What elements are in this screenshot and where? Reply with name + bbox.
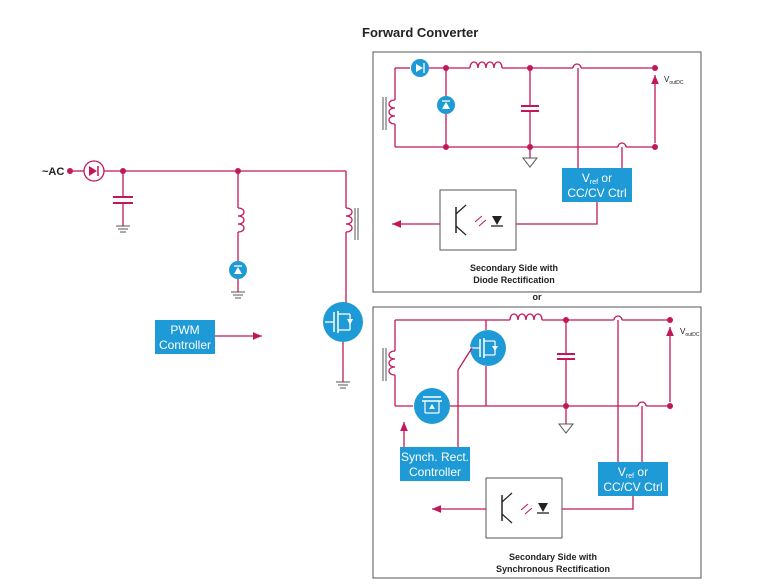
top-vref-line2: CC/CV Ctrl: [567, 186, 626, 200]
secondary-synchronous-rectification-panel: VoutDC Synch. Rect. Controller Vref or C…: [372, 306, 702, 579]
or-label: or: [533, 292, 542, 302]
sync-controller-line1: Synch. Rect.: [401, 450, 469, 464]
output-inductor-icon: [469, 61, 503, 69]
ac-input-label: ~AC: [42, 166, 64, 178]
forward-diode-icon: [411, 59, 429, 77]
bottom-vref-line2: CC/CV Ctrl: [603, 480, 662, 494]
top-optocoupler-icon: [439, 189, 517, 251]
diagram-title: Forward Converter: [362, 25, 478, 40]
sync-rectifier-mosfet-icon: [470, 330, 506, 366]
sync-controller-line2: Controller: [409, 465, 461, 479]
freewheel-diode-icon: [437, 96, 455, 114]
top-panel-caption-line1: Secondary Side with: [470, 263, 558, 273]
sync-output-inductor-icon: [509, 313, 543, 321]
primary-mosfet-icon: [323, 302, 363, 342]
top-vout-label: VoutDC: [664, 75, 684, 86]
bottom-panel-caption-line2: Synchronous Rectification: [496, 564, 610, 574]
primary-side: ~AC: [42, 160, 363, 389]
bottom-vref-block: Vref or CC/CV Ctrl: [598, 462, 668, 496]
pwm-controller-line2: Controller: [159, 338, 211, 352]
bottom-vout-label: VoutDC: [680, 327, 700, 338]
sync-freewheel-mosfet-icon: [414, 388, 450, 424]
bottom-optocoupler-icon: [485, 477, 563, 539]
input-capacitor-icon: [113, 171, 133, 233]
secondary-diode-rectification-panel: VoutDC Vref or CC/CV Ctrl Secondary Side…: [372, 51, 702, 293]
top-panel-caption-line2: Diode Rectification: [473, 275, 555, 285]
sync-rect-controller-block: Synch. Rect. Controller: [400, 447, 470, 481]
input-rectifier-icon: [83, 160, 105, 182]
primary-winding-icon: [345, 171, 359, 304]
top-vref-line1: Vref or: [582, 171, 612, 186]
pwm-controller-line1: PWM: [170, 323, 199, 337]
bottom-vref-line1: Vref or: [618, 465, 648, 480]
reset-winding-icon: [229, 171, 247, 299]
top-vref-block: Vref or CC/CV Ctrl: [562, 168, 632, 202]
pwm-controller-block: PWM Controller: [155, 320, 215, 354]
bottom-panel-caption-line1: Secondary Side with: [509, 552, 597, 562]
